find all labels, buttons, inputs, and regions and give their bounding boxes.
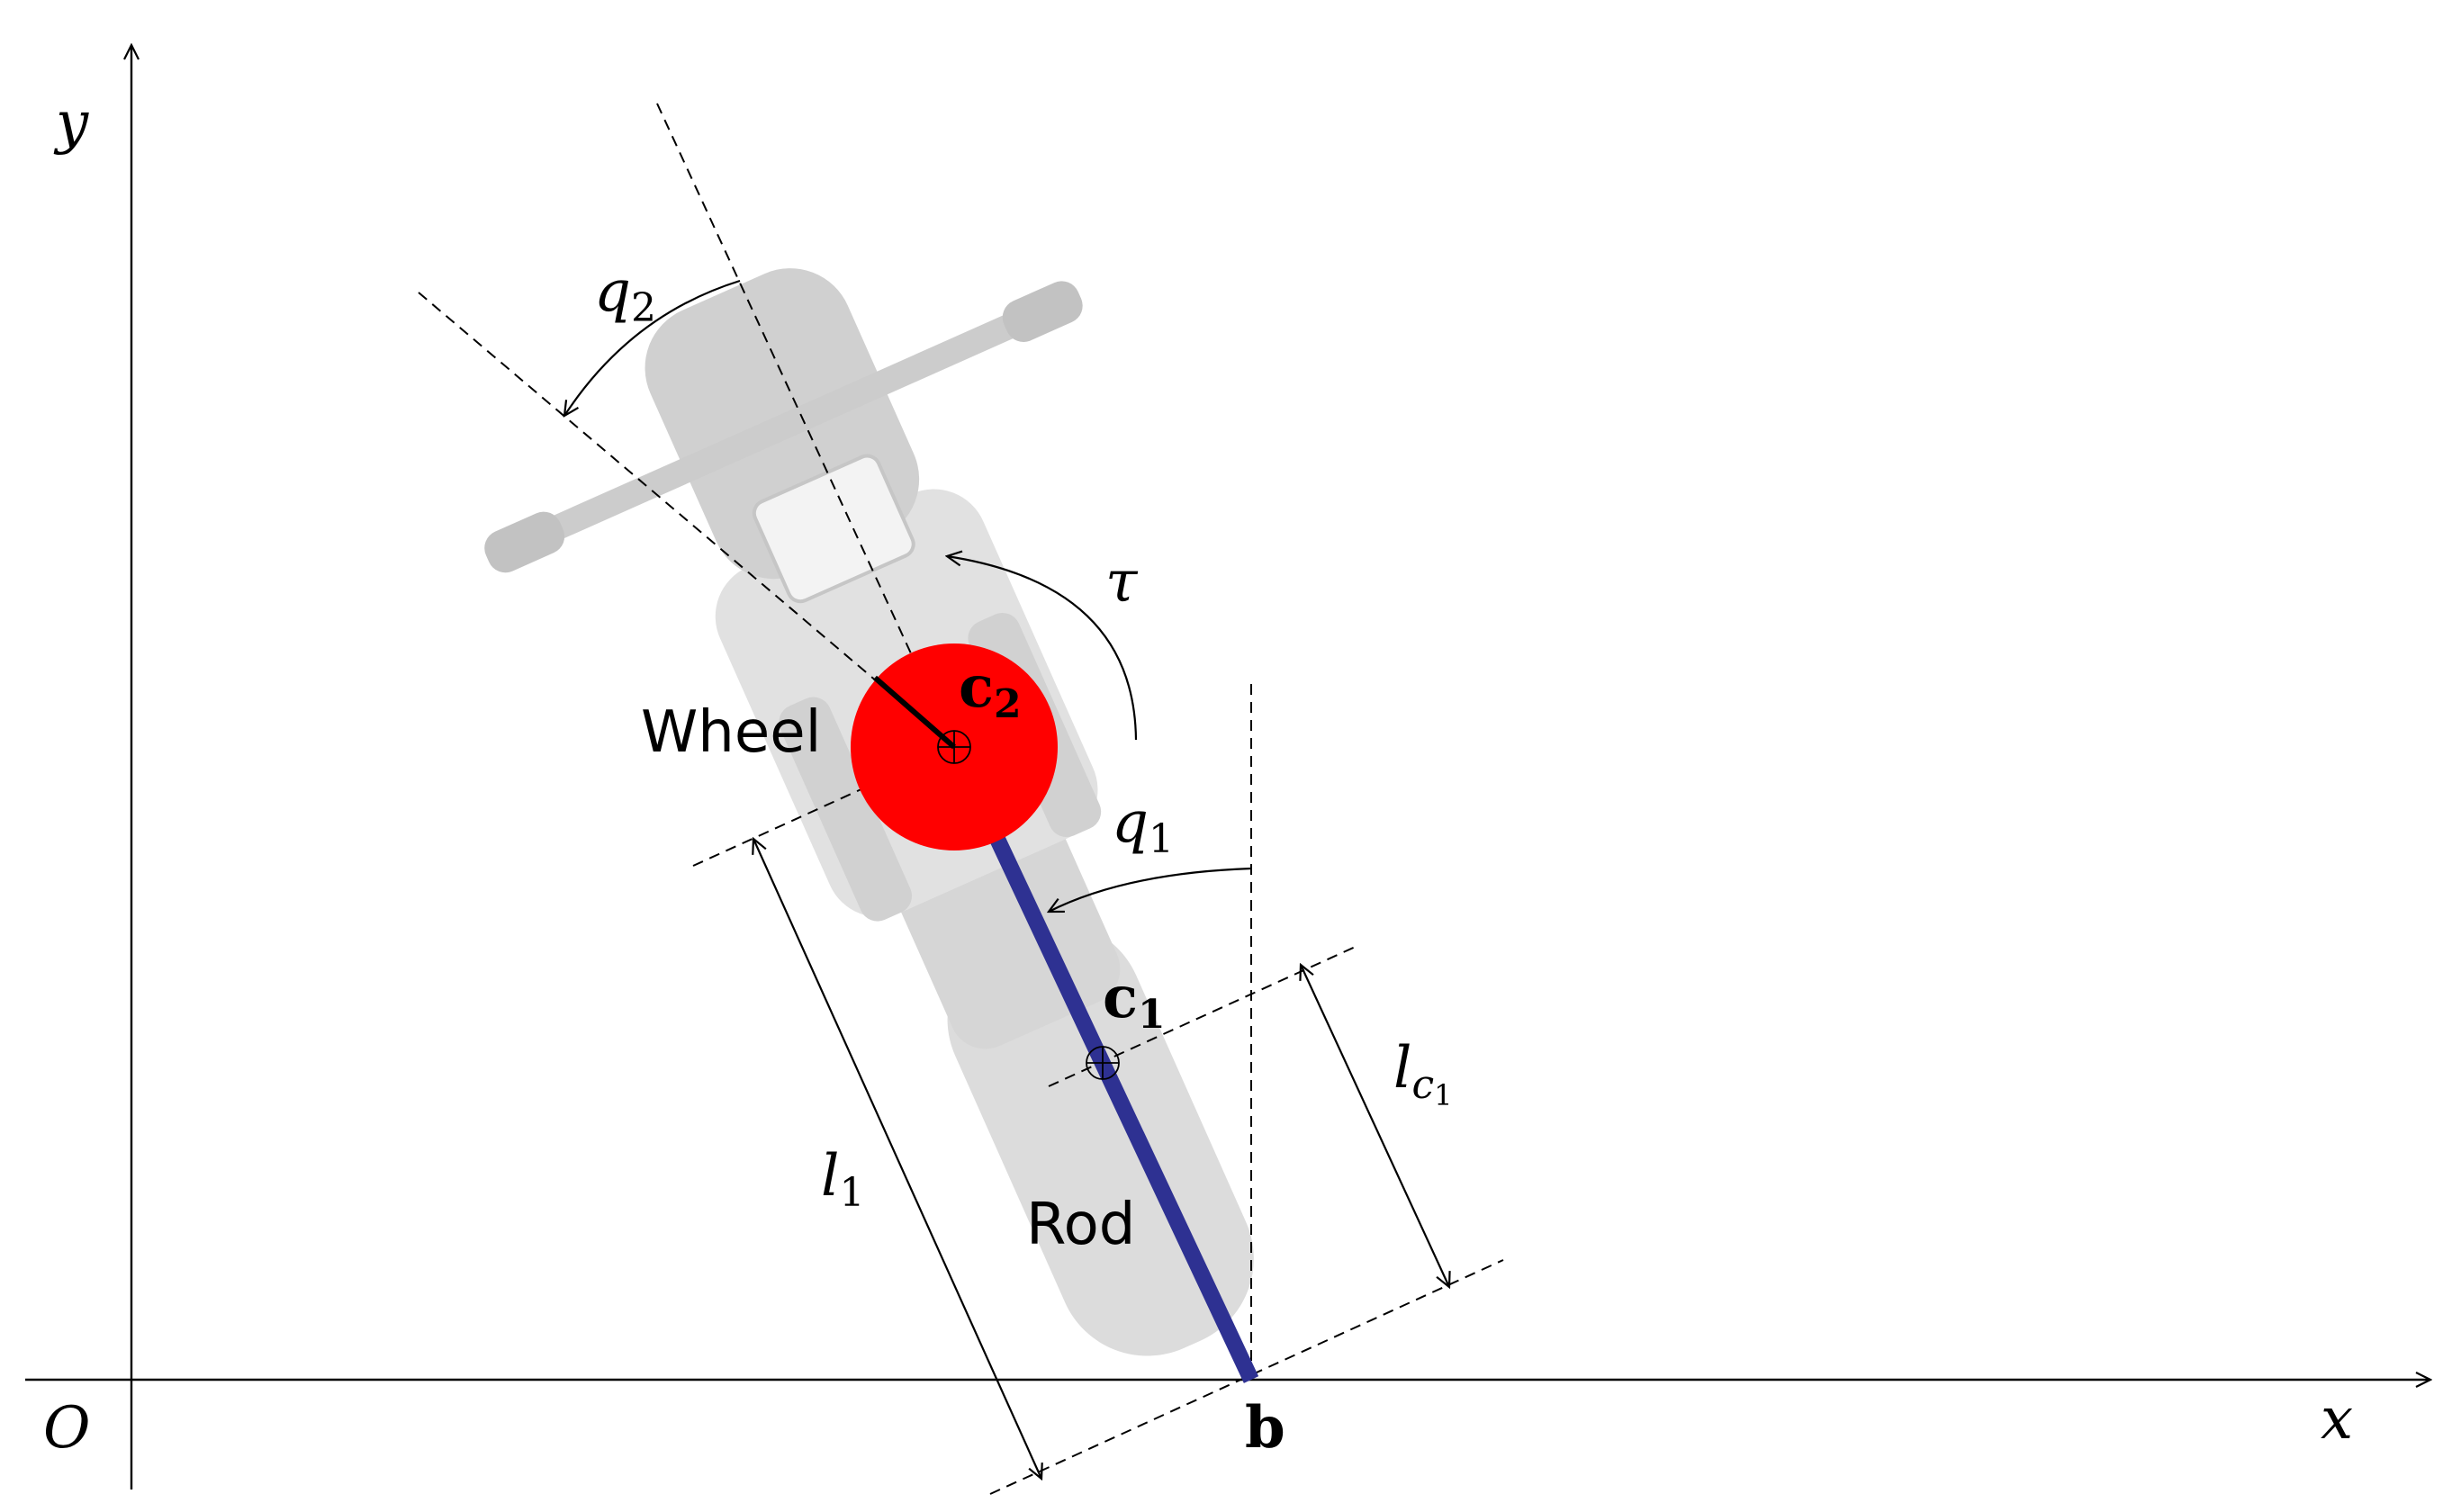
lc1-label: lc1	[1393, 1035, 1452, 1112]
c1-label: c1	[1103, 964, 1166, 1038]
tau-torque-arc	[947, 556, 1138, 741]
wheel-radius-line	[873, 675, 956, 750]
tau-label: τ	[1105, 549, 1139, 616]
q2-label: q2	[594, 258, 656, 331]
lc1-dimension-arrow	[1301, 965, 1449, 1287]
x-axis-label: x	[2321, 1386, 2353, 1453]
q2-angle-arc	[564, 279, 741, 416]
q1-label: q1	[1112, 789, 1174, 862]
c2-center-mark	[937, 730, 971, 764]
origin-label: O	[43, 1395, 90, 1462]
l1-dimension-arrow	[753, 839, 1041, 1479]
rod-label: Rod	[1026, 1192, 1135, 1258]
q1-angle-arc	[1049, 867, 1252, 912]
wheel-label: Wheel	[641, 699, 821, 766]
l1-label: l1	[821, 1143, 864, 1216]
y-axis-label: y	[53, 90, 89, 157]
c2-label: c2	[959, 653, 1022, 727]
c1-center-mark	[1086, 1046, 1120, 1080]
b-label: b	[1245, 1394, 1285, 1462]
